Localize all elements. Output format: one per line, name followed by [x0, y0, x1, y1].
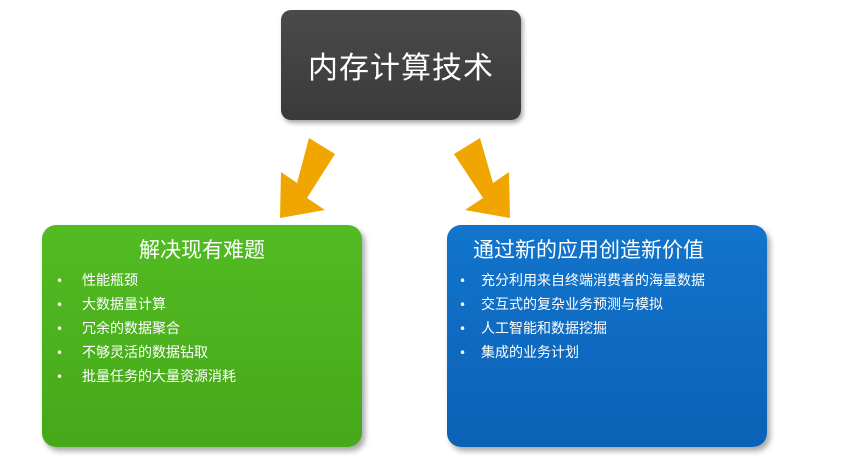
bullet-icon: •: [459, 346, 467, 360]
list-item-text: 大数据量计算: [82, 297, 166, 313]
list-item-text: 集成的业务计划: [481, 345, 579, 361]
new-value-panel-title: 通过新的应用创造新价值: [473, 238, 704, 262]
list-item: • 不够灵活的数据钻取: [42, 341, 362, 365]
bullet-icon: •: [459, 322, 467, 336]
list-item-text: 人工智能和数据挖掘: [481, 321, 607, 337]
list-item-text: 充分利用来自终端消费者的海量数据: [481, 273, 705, 289]
list-item: • 冗余的数据聚合: [42, 317, 362, 341]
arrow-down-left: [280, 138, 335, 218]
bullet-icon: •: [56, 298, 64, 312]
arrow-down-right: [454, 138, 510, 218]
new-value-panel: 通过新的应用创造新价值 • 充分利用来自终端消费者的海量数据 • 交互式的复杂业务预…: [447, 225, 767, 447]
list-item: • 人工智能和数据挖掘: [447, 317, 767, 341]
list-item: • 大数据量计算: [42, 293, 362, 317]
bullet-icon: •: [56, 370, 64, 384]
top-concept-box: 内存计算技术: [281, 10, 521, 120]
problems-list: • 性能瓶颈 • 大数据量计算 • 冗余的数据聚合 • 不够灵活的数据钻取 • 批量任务的…: [42, 269, 362, 389]
new-value-list: • 充分利用来自终端消费者的海量数据 • 交互式的复杂业务预测与模拟 • 人工智能和数…: [447, 269, 767, 365]
list-item: • 交互式的复杂业务预测与模拟: [447, 293, 767, 317]
top-concept-title: 内存计算技术: [308, 51, 494, 86]
list-item-text: 性能瓶颈: [82, 273, 138, 289]
bullet-icon: •: [56, 322, 64, 336]
bullet-icon: •: [56, 346, 64, 360]
list-item-text: 交互式的复杂业务预测与模拟: [481, 297, 663, 313]
list-item: • 性能瓶颈: [42, 269, 362, 293]
list-item-text: 不够灵活的数据钻取: [82, 345, 208, 361]
bullet-icon: •: [459, 298, 467, 312]
bullet-icon: •: [56, 274, 64, 288]
list-item-text: 批量任务的大量资源消耗: [82, 369, 236, 385]
list-item: • 充分利用来自终端消费者的海量数据: [447, 269, 767, 293]
problems-panel: 解决现有难题 • 性能瓶颈 • 大数据量计算 • 冗余的数据聚合 • 不够灵活的数据钻取…: [42, 225, 362, 447]
bullet-icon: •: [459, 274, 467, 288]
list-item-text: 冗余的数据聚合: [82, 321, 180, 337]
list-item: • 批量任务的大量资源消耗: [42, 365, 362, 389]
list-item: • 集成的业务计划: [447, 341, 767, 365]
problems-panel-title: 解决现有难题: [139, 238, 265, 262]
